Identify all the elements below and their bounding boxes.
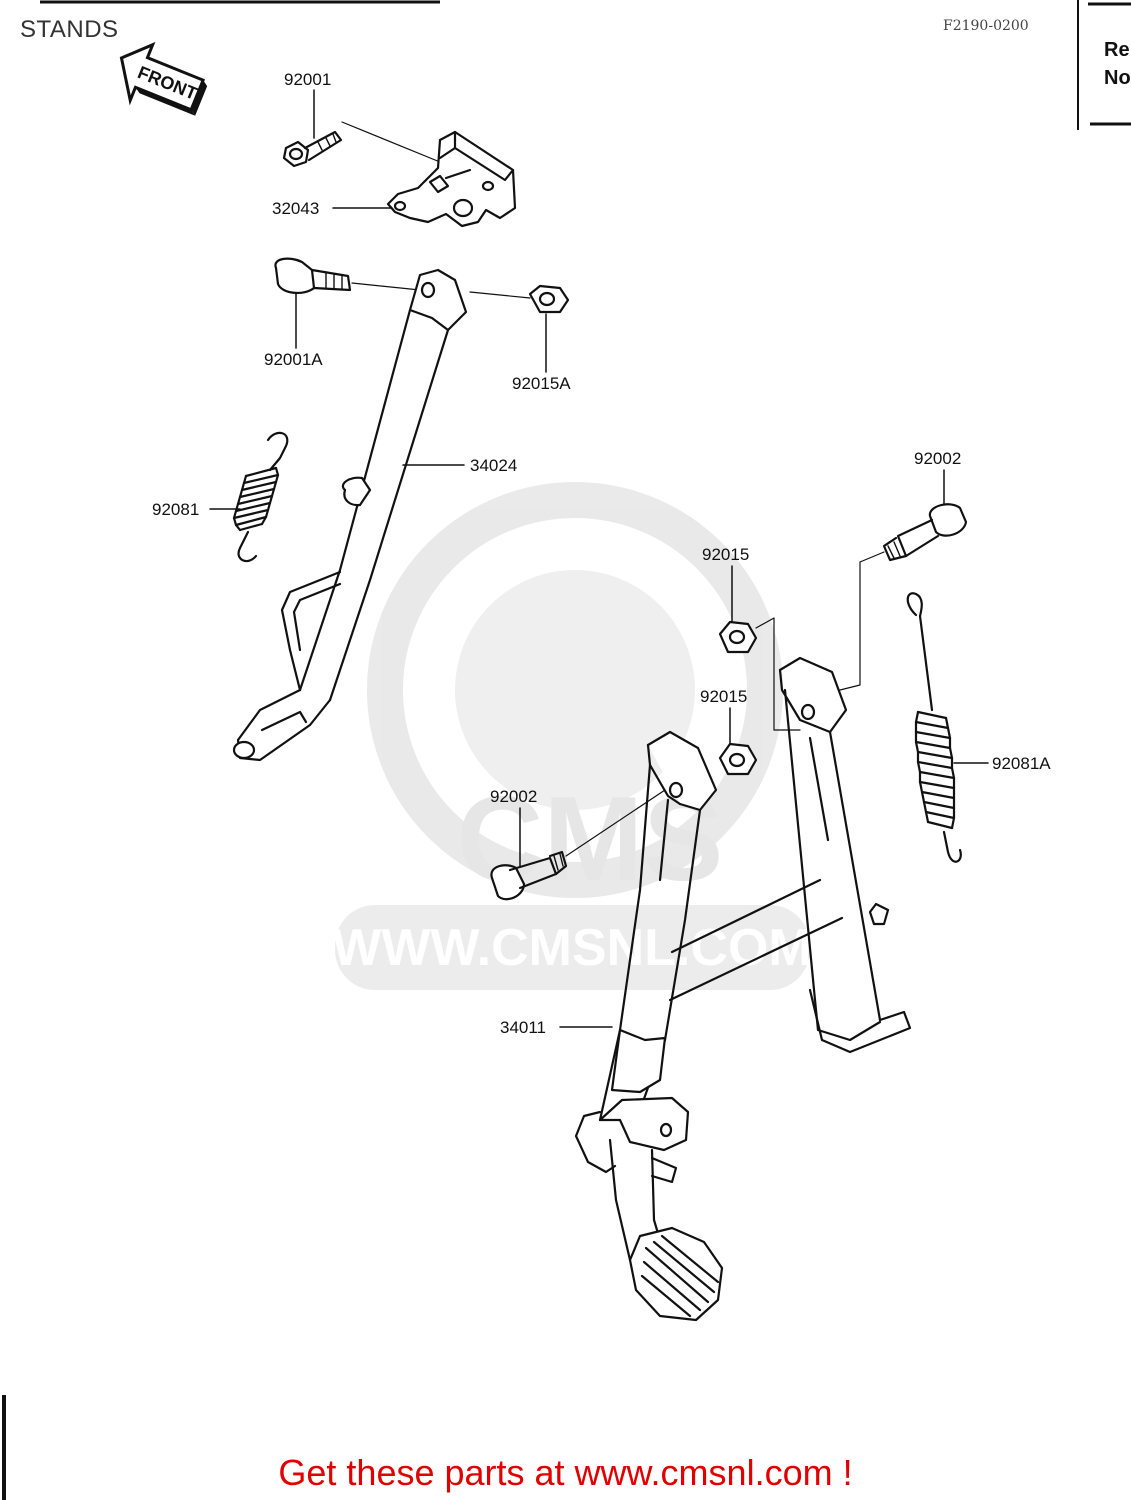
bolt-92001: [282, 121, 441, 168]
part-label-92081[interactable]: 92081: [152, 500, 200, 519]
part-label-34011[interactable]: 34011: [500, 1018, 547, 1037]
spring-92081a: [906, 592, 962, 863]
part-label-92001a[interactable]: 92001A: [264, 350, 323, 369]
part-label-92001[interactable]: 92001: [284, 70, 332, 89]
side-stand-34024: [232, 268, 468, 762]
center-stand-34011: [574, 656, 912, 1322]
ref-header-line-1: Re: [1104, 39, 1130, 61]
bolt-92002-left: [490, 789, 666, 901]
bracket-32043: [386, 130, 517, 228]
part-label-92015a[interactable]: 92015A: [512, 374, 571, 393]
part-label-92002-top[interactable]: 92002: [914, 449, 962, 468]
spring-92081: [232, 431, 289, 563]
bolt-92001a: [274, 257, 421, 294]
leader-lines: [209, 89, 989, 1028]
nut-92015-top: [718, 617, 801, 731]
cmsnl-parts-link[interactable]: Get these parts at www.cmsnl.com !: [278, 1452, 853, 1493]
front-arrow-icon: FRONT: [119, 41, 208, 116]
ref-no-header: Re No: [1104, 36, 1131, 92]
watermark-url: WWW.CMSNL.COM: [332, 919, 811, 977]
part-label-32043[interactable]: 32043: [272, 199, 320, 218]
part-label-92015-top[interactable]: 92015: [702, 545, 750, 564]
bolt-92002-top: [839, 503, 968, 691]
watermark: WWW.CMSNL.COM CMS: [332, 482, 812, 990]
figure-code: F2190-0200: [943, 18, 1029, 34]
part-label-92002-left[interactable]: 92002: [490, 787, 538, 806]
part-label-92081a[interactable]: 92081A: [992, 754, 1051, 773]
page-title: STANDS: [20, 16, 119, 43]
part-label-92015-mid[interactable]: 92015: [700, 687, 748, 706]
nut-92015a: [469, 284, 570, 314]
part-label-34024[interactable]: 34024: [470, 456, 518, 475]
ref-header-line-2: No: [1104, 67, 1131, 89]
nut-92015-mid: [718, 742, 758, 776]
